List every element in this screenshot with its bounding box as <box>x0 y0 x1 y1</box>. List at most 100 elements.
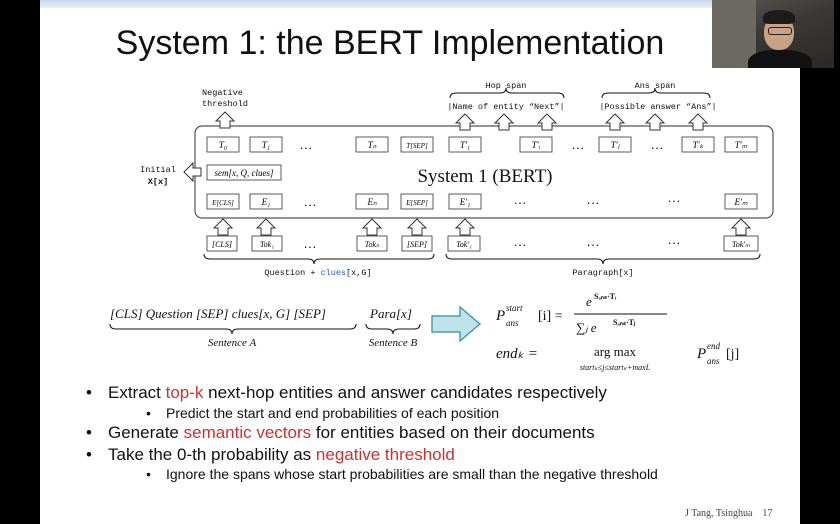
t-row: T₀ T₁ … Tₙ T[SEP] T′₁ T′ᵢ … T′ⱼ … T′ₖ T′… <box>206 136 758 153</box>
t-ellipsis: … <box>300 137 313 152</box>
sentence-b-tokens: Para[x] <box>369 306 412 321</box>
ans-span-text: |Possible answer “Ans”| <box>599 102 716 112</box>
paragraph-label: Paragraph[x] <box>572 268 633 278</box>
initial-label: Initial <box>140 165 176 175</box>
presenter-body <box>748 50 812 68</box>
e-box <box>249 193 283 210</box>
e-box-label: E[SEP] <box>405 199 428 207</box>
e-row: E[CLS] E₁ … Eₙ E[SEP] E′₁ … … … E′ₘ <box>206 190 758 210</box>
svg-text:end: end <box>707 341 720 351</box>
e-box-label: E[CLS] <box>211 199 234 207</box>
tok-box <box>251 235 283 252</box>
tok-box-label: [SEP] <box>407 240 427 249</box>
p-start-formula: P start ans [i] = e Sₐₙₛ·Tᵢ ∑ⱼ e Sₐₙₛ·Tⱼ <box>495 292 667 335</box>
sem-box <box>206 164 282 181</box>
svg-text:ans: ans <box>707 356 720 366</box>
tok-row: [CLS] Tok₁ … Tokₙ [SEP] Tok′₁ … … … Tok′… <box>206 232 759 252</box>
t-ellipsis: … <box>651 137 664 152</box>
presenter-hair <box>763 10 795 24</box>
sub-bullet-item: Ignore the spans whose start probabiliti… <box>146 466 658 482</box>
t-box-label: T′ₖ <box>693 140 704 150</box>
formula-area: [CLS] Question [SEP] clues[x, G] [SEP] S… <box>109 292 739 372</box>
t-box-label: T′ⱼ <box>611 140 621 150</box>
tok-box <box>356 235 388 252</box>
presenter-glasses <box>768 27 792 35</box>
e-ellipsis: … <box>668 190 681 205</box>
tok-ellipsis: … <box>304 236 317 251</box>
e-box-label: E₁ <box>261 197 271 207</box>
t-box-label: T[SEP] <box>406 142 428 150</box>
tok-ellipsis: … <box>668 232 681 247</box>
bert-box-label: System 1 (BERT) <box>417 166 552 187</box>
tok-box <box>723 235 759 252</box>
ans-span-brace <box>601 87 711 99</box>
t-box-label: Tₙ <box>368 140 377 150</box>
svg-text:P: P <box>696 346 706 362</box>
sub-bullet-item: Predict the start and end probabilities … <box>146 405 499 421</box>
t-box <box>598 136 632 153</box>
t-box-label: T′ₘ <box>735 140 748 150</box>
tok-box <box>206 235 238 252</box>
tok-box <box>401 235 433 252</box>
svg-text:startₖ≤j≤startₖ+maxL: startₖ≤j≤startₖ+maxL <box>580 363 651 372</box>
t-box <box>724 136 758 153</box>
page-number: 17 <box>762 508 773 519</box>
e-ellipsis: … <box>514 192 527 207</box>
e-ellipsis: … <box>587 192 600 207</box>
svg-text:e: e <box>586 294 592 309</box>
bullet-item: Take the 0-th probability as negative th… <box>86 445 455 465</box>
svg-text:endₖ =: endₖ = <box>496 346 538 362</box>
e-box-label: Eₙ <box>366 197 376 207</box>
sentence-a-brace <box>109 323 357 335</box>
t-box-label: T′₁ <box>460 140 470 150</box>
e-box <box>400 193 434 210</box>
paragraph-brace <box>445 253 761 265</box>
question-label: Question + clues[x,G] <box>264 268 371 278</box>
e-box-label: E′ₘ <box>733 197 747 207</box>
t-box <box>681 136 715 153</box>
hop-span-brace <box>449 87 565 99</box>
tok-box-label: Tokₙ <box>365 240 380 249</box>
right-arrow-icon <box>431 305 482 343</box>
tok-ellipsis: … <box>587 234 600 249</box>
sem-box-label: sem[x, Q, clues] <box>215 168 274 178</box>
tok-ellipsis: … <box>514 234 527 249</box>
svg-text:ans: ans <box>506 318 519 328</box>
sentence-b-label: Sentence B <box>369 337 418 349</box>
sentence-a-label: Sentence A <box>208 337 257 349</box>
e-box <box>448 193 482 210</box>
svg-text:Sₐₙₛ·Tᵢ: Sₐₙₛ·Tᵢ <box>594 292 617 301</box>
tok-box-label: Tok′₁ <box>456 240 472 249</box>
slide-title: System 1: the BERT Implementation <box>115 24 665 62</box>
svg-text:[i] =: [i] = <box>538 309 563 324</box>
hop-span-text: |Name of entity “Next”| <box>447 102 564 112</box>
negative-threshold-label: Negative threshold <box>202 88 248 109</box>
bullet-item: Extract top-k next-hop entities and answ… <box>86 383 607 403</box>
t-box <box>448 136 482 153</box>
t-box <box>206 136 240 153</box>
question-brace <box>203 253 435 265</box>
t-box-label: T′ᵢ <box>532 140 541 150</box>
e-box <box>355 193 389 210</box>
e-ellipsis: … <box>304 194 317 209</box>
slide-top-bar <box>40 0 800 8</box>
t-box-label: T₀ <box>219 140 227 150</box>
e-box <box>724 193 758 210</box>
ans-span-label: Ans span <box>635 81 676 91</box>
bert-diagram: System 1 (BERT) Negative threshold Hop s… <box>140 81 774 278</box>
t-box-label: T₁ <box>262 140 270 150</box>
bullet-list: Extract top-k next-hop entities and answ… <box>40 380 800 490</box>
svg-text:∑ⱼ e: ∑ⱼ e <box>576 320 597 335</box>
svg-text:arg max: arg max <box>594 344 636 359</box>
webcam-video-thumbnail[interactable] <box>712 0 834 68</box>
sentence-b-brace <box>365 323 421 335</box>
e-box <box>206 193 240 210</box>
end-formula: endₖ = arg max startₖ≤j≤startₖ+maxL P en… <box>496 341 739 372</box>
t-box <box>355 136 389 153</box>
t-ellipsis: … <box>572 137 585 152</box>
initial-arrow <box>183 161 202 183</box>
tok-box-label: Tok′ₘ <box>732 240 750 249</box>
webcam-background <box>712 0 756 68</box>
svg-text:Sₐₙₛ·Tⱼ: Sₐₙₛ·Tⱼ <box>613 318 636 327</box>
